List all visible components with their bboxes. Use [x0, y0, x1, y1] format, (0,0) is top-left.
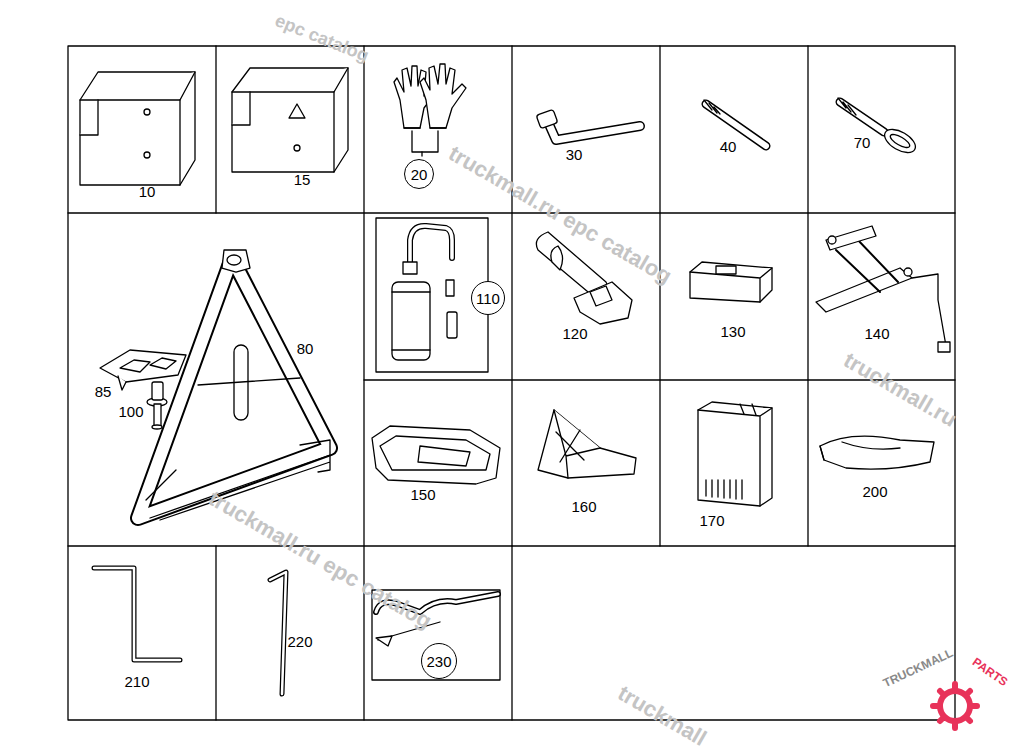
- watermark: truckmall.ru: [840, 349, 960, 431]
- vehicle-jack: [816, 226, 950, 352]
- first-aid-box: [80, 72, 195, 185]
- callout-number: 20: [411, 167, 428, 182]
- callout-number: 80: [297, 341, 314, 356]
- callout-number: 85: [95, 384, 112, 399]
- mounting-plate: [100, 350, 186, 390]
- callout-number: 200: [862, 484, 887, 499]
- callout-number: 220: [287, 634, 312, 649]
- watermark: truckmall: [614, 682, 710, 750]
- fastener: [147, 382, 167, 429]
- first-aid-kit: [690, 262, 772, 302]
- callout-number: 160: [571, 499, 596, 514]
- callout-number: 30: [566, 147, 583, 162]
- watermark: truckmall.ru epc catalog: [205, 487, 435, 633]
- callout-circle: 110: [471, 281, 505, 315]
- callout-number: 230: [426, 654, 451, 669]
- callout-number: 140: [864, 326, 889, 341]
- wheel-chock: [538, 410, 636, 478]
- warning-triangle: [138, 250, 330, 520]
- wheel-wrench: [536, 109, 640, 140]
- warning-kit-box: [232, 68, 348, 172]
- straight-rod: [270, 572, 286, 694]
- grid-lines: [68, 46, 955, 720]
- callout-number: 120: [562, 326, 587, 341]
- callout-number: 210: [124, 674, 149, 689]
- callout-number: 40: [720, 139, 737, 154]
- callout-number: 15: [294, 172, 311, 187]
- bent-rod: [94, 568, 180, 660]
- callout-number: 10: [139, 184, 156, 199]
- logo-text: PARTS: [970, 656, 1009, 689]
- logo-gear: [933, 684, 977, 728]
- callout-number: 130: [720, 324, 745, 339]
- callout-circle: 230: [421, 643, 457, 679]
- callout-circle: 20: [404, 159, 434, 189]
- callout-number: 150: [410, 487, 435, 502]
- callout-number: 70: [854, 135, 871, 150]
- callout-number: 170: [699, 513, 724, 528]
- callout-number: 100: [118, 404, 143, 419]
- callout-number: 110: [476, 291, 500, 306]
- logo-text: TRUCKMALL: [881, 647, 954, 690]
- protective-pad: [820, 436, 934, 469]
- towing-eye: [838, 98, 919, 157]
- equipment-bag: [698, 402, 772, 506]
- tool-tray: [372, 426, 500, 484]
- table-border: [68, 46, 955, 720]
- watermark: epc catalog: [273, 11, 372, 65]
